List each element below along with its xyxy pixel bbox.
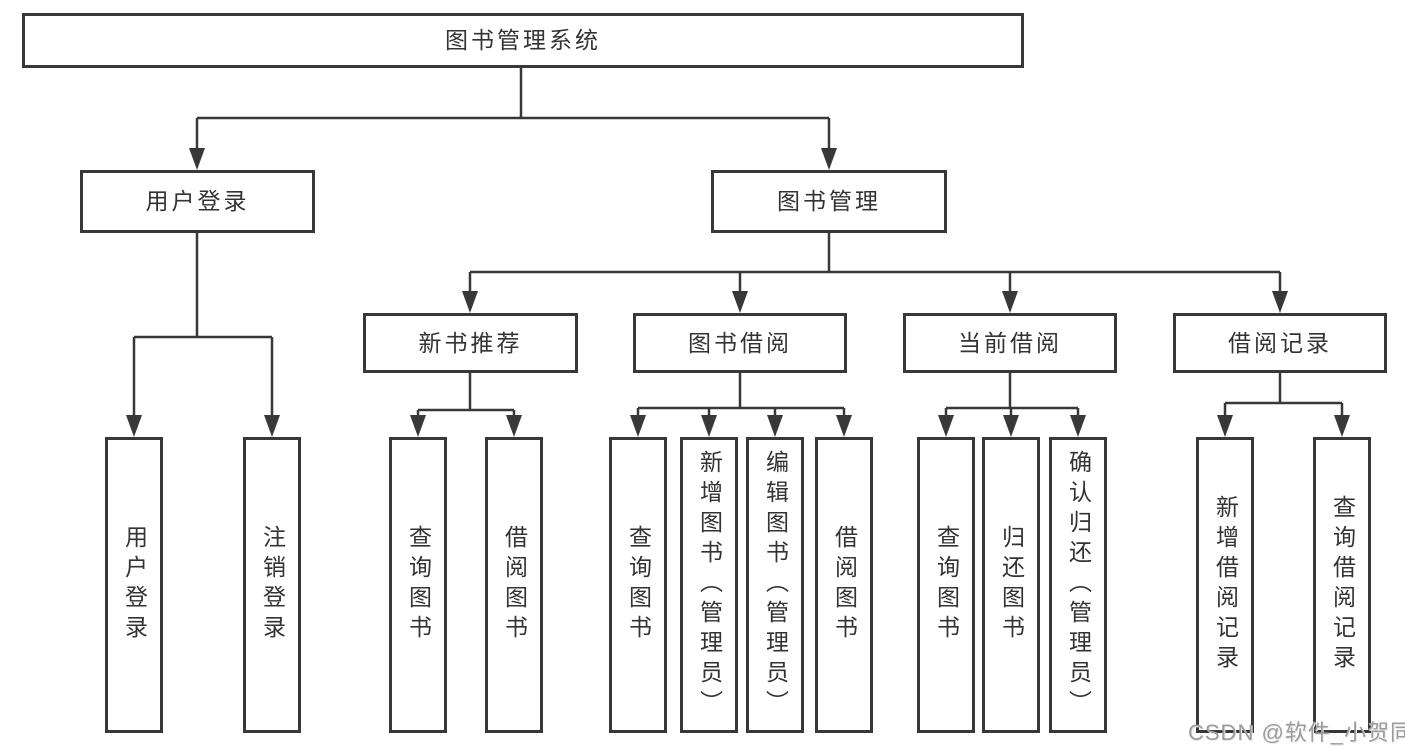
leaf-edit-book-admin: 编辑图书（管理员） — [746, 437, 804, 733]
leaf-query-borrow-record: 查询借阅记录 — [1313, 437, 1371, 733]
leaf-add-book-admin: 新增图书（管理员） — [680, 437, 738, 733]
leaf-query-book-recommend: 查询图书 — [389, 437, 447, 733]
node-user-login: 用户登录 — [80, 170, 315, 233]
leaf-logout: 注销登录 — [243, 437, 301, 733]
leaf-user-login: 用户登录 — [105, 437, 163, 733]
leaf-borrow-book: 借阅图书 — [815, 437, 873, 733]
node-book-borrow: 图书借阅 — [633, 313, 847, 373]
leaf-borrow-book-recommend: 借阅图书 — [485, 437, 543, 733]
node-current-borrow: 当前借阅 — [903, 313, 1117, 373]
node-book-management: 图书管理 — [711, 170, 947, 233]
leaf-confirm-return-admin: 确认归还（管理员） — [1049, 437, 1107, 733]
leaf-return-book: 归还图书 — [982, 437, 1040, 733]
leaf-add-borrow-record: 新增借阅记录 — [1196, 437, 1254, 733]
watermark-text: CSDN @软件_小贺同学 — [1188, 720, 1405, 745]
node-system-title: 图书管理系统 — [22, 13, 1024, 68]
node-borrow-records: 借阅记录 — [1173, 313, 1387, 373]
leaf-query-book-current: 查询图书 — [917, 437, 975, 733]
leaf-query-book-borrow: 查询图书 — [609, 437, 667, 733]
node-new-book-recommend: 新书推荐 — [363, 313, 578, 373]
